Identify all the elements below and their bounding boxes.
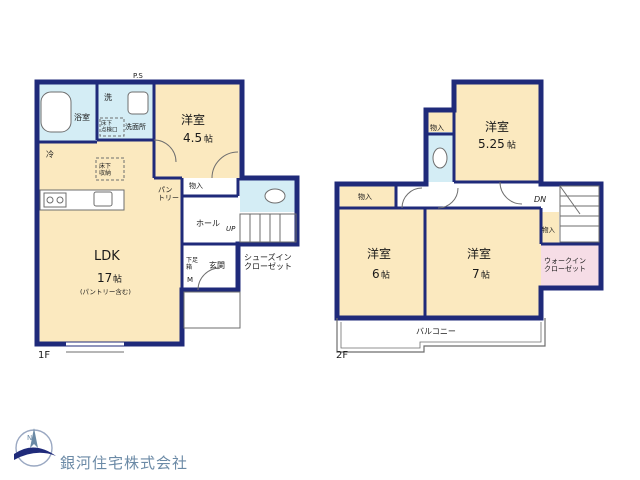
balcony-inner (340, 322, 542, 349)
room-5-25-area (454, 82, 540, 182)
label-dn: DN (534, 195, 546, 204)
washbasin-icon (127, 91, 149, 115)
label-floor-2f: 2F (336, 350, 348, 361)
label-shoebox: 下足箱 (186, 257, 198, 271)
toilet-2f-icon (432, 147, 448, 169)
label-room-2f-c-name: 洋室 (467, 246, 491, 261)
label-room-1f-size: 4.5 (183, 131, 202, 145)
label-up: UP (226, 225, 236, 233)
bathtub-icon (40, 91, 72, 133)
floor-2f: 2F DN 物入 物入 物入 洋室 5.25 帖 洋室 6 帖 洋室 7 帖 ウ… (334, 79, 604, 361)
swoosh-icon (14, 447, 56, 460)
label-m: M (187, 276, 193, 284)
label-room-2f-a-unit: 帖 (507, 139, 516, 151)
label-room-1f-unit: 帖 (204, 133, 213, 145)
door-swing-1f-a (211, 151, 239, 179)
label-inspection: 床下点検口 (101, 119, 118, 133)
storage-2f-a-area (426, 110, 454, 132)
hall-floor (182, 196, 238, 244)
western-room-1f-area (154, 82, 242, 178)
label-balcony: バルコニー (416, 327, 456, 336)
label-storage-2f-c: 物入 (542, 225, 556, 234)
floor-1f: 1F P.S 浴室 洗 洗面所 床下点検口 冷 床下収納 洋室 4.5 帖 物入… (34, 72, 300, 361)
storage-2f-c-area (541, 212, 559, 244)
sink-icon (93, 191, 113, 207)
label-ps: P.S (133, 72, 143, 80)
balcony-outline (336, 318, 546, 353)
walkin-closet-area (541, 244, 601, 288)
label-ldk-name: LDK (94, 249, 120, 264)
label-floor-1f: 1F (38, 350, 50, 361)
label-room-2f-b-size: 6 (372, 267, 380, 281)
label-room-2f-b-name: 洋室 (367, 246, 391, 261)
inspection-hatch-outline (99, 117, 125, 137)
company-name: 銀河住宅株式会社 (60, 454, 189, 472)
label-wash: 洗 (104, 92, 112, 102)
door-swing-2f-b (401, 187, 423, 209)
north-arrow-icon (30, 428, 38, 448)
room-7-area (425, 208, 541, 318)
entrance-porch (183, 291, 241, 329)
label-underfloor-storage: 床下収納 (99, 162, 111, 177)
label-room-2f-c-size: 7 (472, 267, 480, 281)
wall-1f-inner (37, 82, 240, 344)
label-hall: ホール (196, 219, 220, 228)
label-walkin: ウォークインクローゼット (544, 257, 586, 273)
label-room-2f-a-size: 5.25 (478, 137, 505, 151)
room-6-area (337, 208, 425, 318)
label-room-1f-name: 洋室 (181, 112, 205, 127)
door-swing-1f-c (197, 267, 221, 291)
toilet-icon (264, 188, 286, 204)
label-room-2f-c-unit: 帖 (481, 269, 490, 281)
label-shoe-closet: シューズインクローゼット (244, 252, 292, 271)
label-washroom: 洗面所 (125, 122, 146, 131)
label-pantry: パントリー (158, 186, 179, 202)
label-room-2f-b-unit: 帖 (381, 269, 390, 281)
compass-logo: N (14, 428, 56, 467)
burner-right-icon (56, 196, 64, 204)
label-room-2f-a-name: 洋室 (485, 119, 509, 134)
label-ldk-note: (パントリー含む) (80, 287, 131, 296)
door-swing-1f-b (153, 139, 177, 163)
stove-icon (43, 192, 67, 208)
wall-2f-outer (334, 79, 604, 321)
door-swing-2f-c (437, 187, 459, 209)
label-fridge: 冷 (46, 149, 54, 159)
label-storage-2f-b: 物入 (358, 192, 372, 201)
label-storage-1f: 物入 (189, 181, 203, 190)
label-ldk-size: 17 (97, 271, 112, 285)
label-entrance: 玄関 (209, 260, 225, 270)
label-bath: 浴室 (74, 112, 90, 122)
stairs-2f (559, 185, 600, 243)
label-north: N (27, 434, 32, 442)
burner-left-icon (46, 196, 54, 204)
kitchen-counter (39, 189, 125, 211)
door-swing-2f-a (499, 181, 523, 205)
label-storage-2f-a: 物入 (430, 123, 444, 132)
label-ldk-unit: 帖 (113, 273, 122, 285)
storage-2f-b-area (340, 186, 396, 208)
stairs-1f (239, 213, 297, 243)
